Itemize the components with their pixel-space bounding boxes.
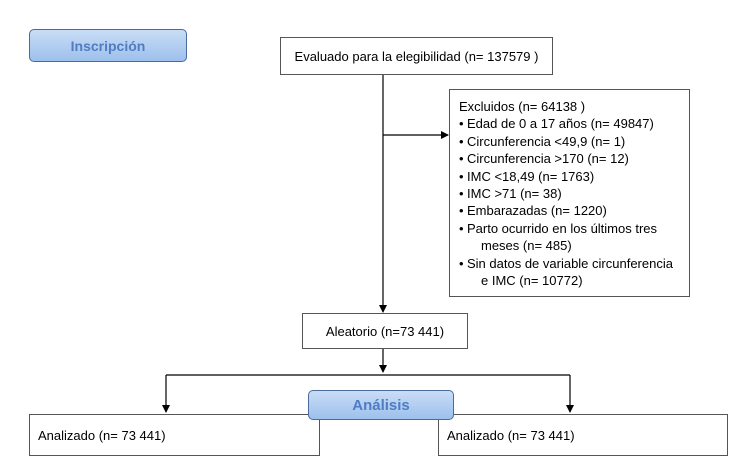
excluded-item: Circunferencia >170 (n= 12): [459, 150, 679, 168]
assessed-box: Evaluado para la elegibilidad (n= 137579…: [280, 37, 553, 75]
analysis-stage-text: Análisis: [352, 396, 410, 414]
analyzed-left-box: Analizado (n= 73 441): [29, 414, 320, 456]
excluded-box: Excluidos (n= 64138 ) Edad de 0 a 17 año…: [449, 89, 690, 297]
analyzed-right-text: Analizado (n= 73 441): [447, 427, 575, 443]
excluded-item: Edad de 0 a 17 años (n= 49847): [459, 115, 679, 133]
analysis-stage-label: Análisis: [308, 390, 454, 420]
analyzed-right-box: Analizado (n= 73 441): [438, 414, 728, 456]
randomized-text: Aleatorio (n=73 441): [325, 323, 445, 339]
randomized-box: Aleatorio (n=73 441): [302, 313, 468, 349]
excluded-heading: Excluidos (n= 64138 ): [459, 99, 586, 114]
excluded-list: Edad de 0 a 17 años (n= 49847) Circunfer…: [459, 115, 679, 289]
enrollment-stage-label: Inscripción: [29, 29, 187, 62]
assessed-text: Evaluado para la elegibilidad (n= 137579…: [294, 48, 539, 64]
excluded-item: Embarazadas (n= 1220): [459, 202, 679, 220]
excluded-item: IMC >71 (n= 38): [459, 185, 679, 203]
enrollment-stage-text: Inscripción: [70, 37, 146, 54]
excluded-item: Circunferencia <49,9 (n= 1): [459, 133, 679, 151]
excluded-item: IMC <18,49 (n= 1763): [459, 168, 679, 186]
analyzed-left-text: Analizado (n= 73 441): [38, 427, 166, 443]
excluded-item: Parto ocurrido en los últimos tresmeses …: [459, 220, 679, 255]
